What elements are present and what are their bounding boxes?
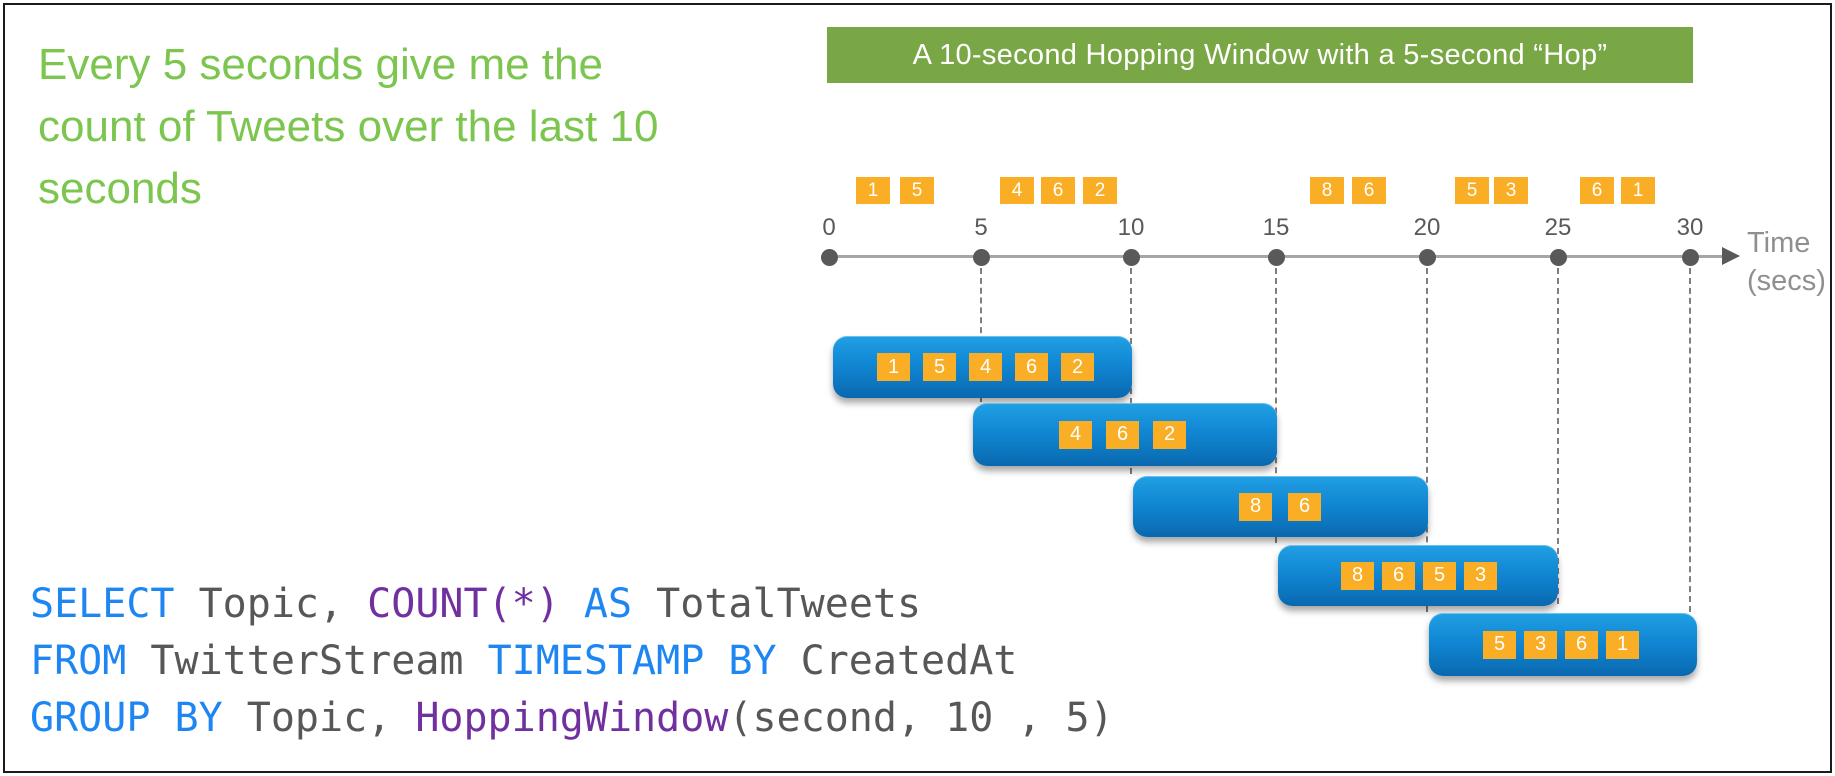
dashed-guide-2 [1275, 268, 1277, 543]
tick-label-10: 10 [1117, 214, 1145, 241]
window-event-value: 8 [1239, 492, 1272, 521]
window-event-value: 3 [1524, 630, 1557, 659]
window-event-value: 4 [969, 353, 1002, 381]
code-line-2: FROM TwitterStream TIMESTAMP BY CreatedA… [30, 633, 1114, 690]
title-banner: A 10-second Hopping Window with a 5-seco… [827, 27, 1693, 83]
code-line-3: GROUP BY Topic, HoppingWindow(second, 10… [30, 690, 1114, 747]
tick-label-5: 5 [974, 214, 988, 241]
tick-dot-15 [1268, 249, 1285, 266]
dashed-guide-4 [1557, 268, 1559, 604]
code-token-plain: Topic, [222, 695, 416, 741]
code-token-fn: COUNT(*) [367, 581, 560, 627]
dashed-guide-3 [1426, 268, 1428, 612]
title-banner-label: A 10-second Hopping Window with a 5-seco… [912, 38, 1608, 71]
code-token-plain: TwitterStream [126, 638, 488, 684]
code-token-kw: FROM [30, 638, 127, 684]
event-marker-10: 1 [1621, 177, 1655, 204]
window-event-value: 6 [1565, 630, 1598, 659]
tick-label-15: 15 [1262, 214, 1290, 241]
dashed-guide-0 [980, 268, 982, 402]
tick-dot-5 [973, 249, 990, 266]
dashed-guide-5 [1689, 268, 1691, 612]
event-marker-5: 8 [1310, 177, 1344, 204]
tick-dot-25 [1550, 249, 1567, 266]
tick-label-0: 0 [822, 214, 836, 241]
tick-label-20: 20 [1413, 214, 1441, 241]
window-event-value: 1 [1606, 630, 1639, 659]
event-marker-1: 5 [900, 177, 934, 204]
tick-dot-30 [1682, 249, 1699, 266]
code-token-kw: AS [583, 581, 633, 627]
event-marker-4: 2 [1083, 177, 1117, 204]
window-event-value: 5 [923, 353, 956, 381]
tick-dot-10 [1123, 249, 1140, 266]
code-token-kw: GROUP BY [30, 695, 223, 741]
window-event-value: 1 [877, 353, 910, 381]
headline-text: Every 5 seconds give me the count of Twee… [38, 34, 658, 220]
code-token-fn: HoppingWindow [415, 695, 729, 741]
window-event-value: 6 [1382, 561, 1415, 590]
window-event-value: 6 [1015, 353, 1048, 381]
event-marker-8: 3 [1494, 177, 1528, 204]
event-marker-9: 6 [1580, 177, 1614, 204]
tick-dot-0 [821, 249, 838, 266]
window-event-value: 3 [1464, 561, 1497, 590]
code-line-1: SELECT Topic, COUNT(*) AS TotalTweets [30, 576, 1114, 633]
window-event-value: 5 [1423, 561, 1456, 590]
event-marker-2: 4 [1000, 177, 1034, 204]
headline-line-2: count of Tweets over the last 10 [38, 102, 659, 151]
window-event-value: 8 [1341, 561, 1374, 590]
window-event-value: 4 [1059, 420, 1092, 449]
time-axis-arrow-icon [1722, 247, 1740, 265]
code-token-plain: CreatedAt [776, 638, 1018, 684]
window-event-value: 6 [1288, 492, 1321, 521]
code-token-kw: SELECT [30, 581, 175, 627]
code-token-kw: TIMESTAMP BY [487, 638, 777, 684]
code-token-plain: (second, 10 , 5) [728, 695, 1114, 741]
window-event-value: 2 [1061, 353, 1094, 381]
code-token-plain [560, 581, 584, 627]
event-marker-7: 5 [1455, 177, 1489, 204]
time-axis-label: Time (secs) [1747, 224, 1826, 300]
time-axis-label-line2: (secs) [1747, 265, 1826, 297]
tick-dot-20 [1419, 249, 1436, 266]
window-event-value: 2 [1153, 420, 1186, 449]
window-event-value: 5 [1483, 630, 1516, 659]
event-marker-6: 6 [1352, 177, 1386, 204]
tick-label-25: 25 [1544, 214, 1572, 241]
headline-line-3: seconds [38, 164, 202, 213]
window-event-value: 6 [1106, 420, 1139, 449]
headline-line-1: Every 5 seconds give me the [38, 40, 603, 89]
code-token-plain: TotalTweets [632, 581, 922, 627]
event-marker-3: 6 [1041, 177, 1075, 204]
tick-label-30: 30 [1676, 214, 1704, 241]
code-token-plain: Topic, [174, 581, 368, 627]
event-marker-0: 1 [856, 177, 890, 204]
time-axis-label-line1: Time [1747, 227, 1811, 259]
